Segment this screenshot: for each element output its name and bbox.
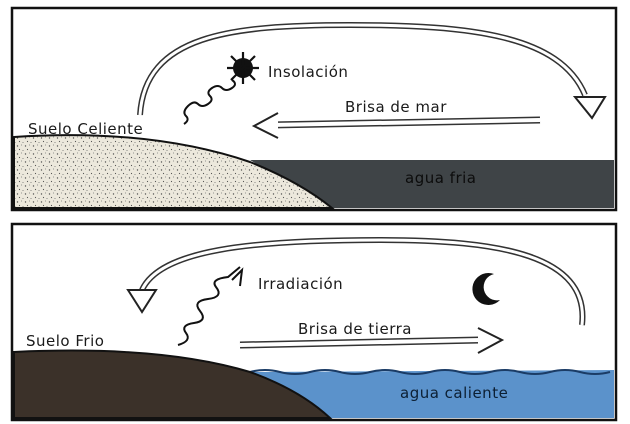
cold-ground-label: Suelo Frio (26, 332, 104, 350)
warm-ground-label: Suelo Celiente (28, 120, 143, 138)
land-breeze-label: Brisa de tierra (298, 320, 412, 338)
insolation-label: Insolación (268, 63, 348, 81)
radiation-label: Irradiación (258, 275, 343, 293)
sun-icon (227, 52, 259, 84)
warm-water-label: agua caliente (400, 384, 508, 402)
cold-water-label: agua fria (405, 169, 477, 187)
night-panel: Irradiación Brisa de tierra Suelo Frio a… (12, 224, 616, 420)
sea-breeze-label: Brisa de mar (345, 98, 447, 116)
day-panel: Insolación Brisa de mar Suelo Celiente a… (12, 8, 616, 210)
